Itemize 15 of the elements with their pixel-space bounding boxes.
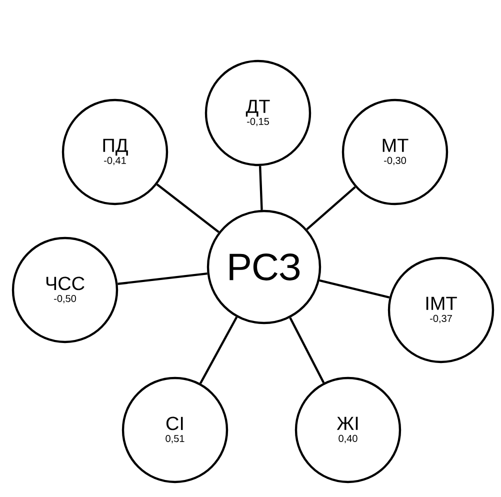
circle-node: СІ 0,51 <box>122 376 228 484</box>
connector-line <box>199 316 238 384</box>
circle-node: ІМТ -0,37 <box>388 256 494 364</box>
connector-line <box>118 272 208 285</box>
connector-line <box>156 184 220 233</box>
circle-node: ПД -0,41 <box>62 98 168 206</box>
connector-line <box>306 186 356 230</box>
circle-node: ЖІ 0,40 <box>294 376 402 484</box>
circle-node: РСЗ <box>206 210 322 324</box>
connector-line <box>289 317 325 384</box>
circle-node: ЧСС -0,50 <box>12 236 118 344</box>
connector-line <box>258 166 263 210</box>
circle-node: МТ -0,30 <box>342 98 448 206</box>
connector-line <box>319 279 390 299</box>
circle-node: ДТ -0,15 <box>204 60 312 166</box>
